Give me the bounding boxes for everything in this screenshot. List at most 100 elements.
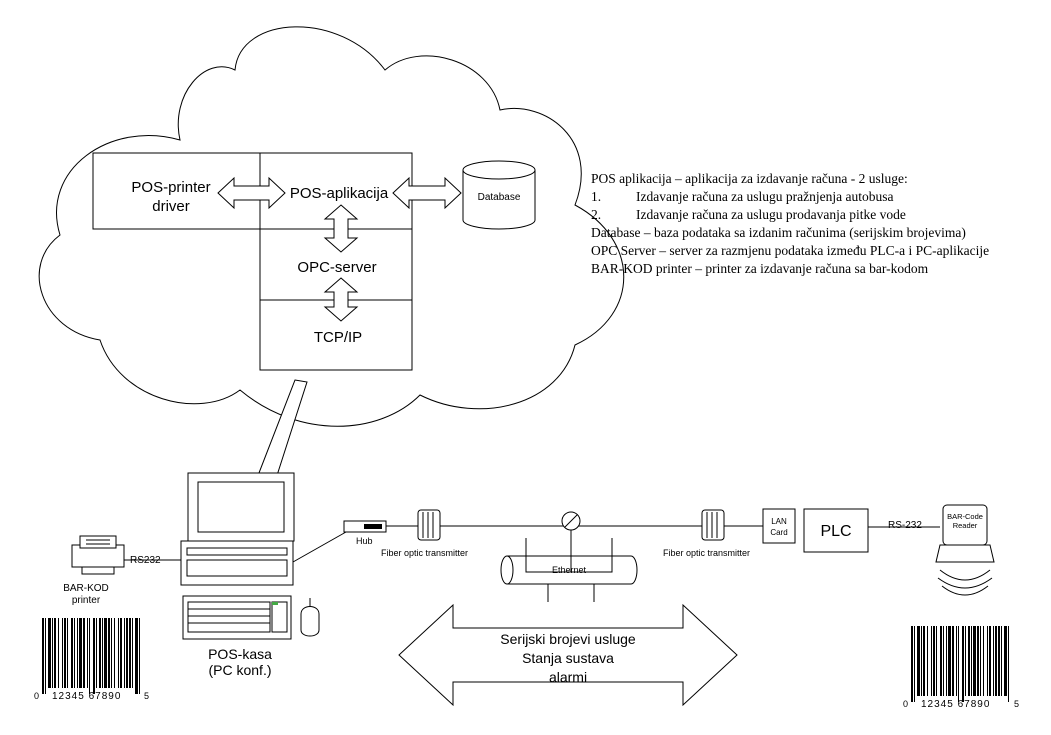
barcode-bar: [102, 618, 103, 688]
barcode-bar: [927, 626, 928, 696]
database-label: Database: [478, 192, 521, 203]
data-flow-line-1: Serijski brojevi usluge: [500, 631, 636, 647]
barcode-bar: [933, 626, 935, 696]
barcode-bar: [135, 618, 138, 694]
double-arrow-icon: [323, 204, 359, 253]
barcode-bar: [911, 626, 913, 702]
barcode-left-digits: 12345 67890: [52, 691, 121, 702]
legend-item-2-num: 2.: [591, 207, 601, 222]
legend-item-2-text: Izdavanje računa za uslugu prodavanja pi…: [636, 207, 906, 222]
barcode-bar: [48, 618, 51, 688]
barcode-bar: [64, 618, 66, 688]
barcode-bar: [54, 618, 56, 688]
fiber-transmitter-left: [417, 509, 441, 541]
barcode-bar: [89, 618, 90, 694]
barcode-bar: [983, 626, 984, 696]
barcode-bar: [987, 626, 988, 696]
barcode-bar: [923, 626, 925, 696]
barcode-bar: [936, 626, 937, 696]
printer-icon: [71, 535, 125, 575]
barcode-bar: [948, 626, 951, 696]
tcpip-label: TCP/IP: [314, 329, 362, 346]
barcode-left-pre: 0: [34, 691, 39, 701]
legend-line-1: POS aplikacija – aplikacija za izdavanje…: [591, 171, 908, 186]
barcode-right-pre: 0: [903, 699, 908, 709]
barcode-bar: [111, 618, 112, 688]
ethernet-label: Ethernet: [552, 565, 587, 575]
barcode-bar: [79, 618, 82, 688]
pos-label-1: POS-kasa: [208, 646, 272, 662]
legend-line-4: Database – baza podataka sa izdanim raču…: [591, 225, 966, 240]
barcode-bar: [99, 618, 101, 688]
barcode-bar: [93, 618, 95, 694]
barcode-bar: [120, 618, 122, 688]
barcode-bar: [993, 626, 994, 696]
mouse-icon: [300, 606, 320, 637]
barcode-left-post: 5: [144, 691, 149, 701]
plc-label: PLC: [820, 523, 851, 540]
barcode-bar: [917, 626, 920, 696]
double-arrow-icon: [392, 176, 462, 210]
barcode-bar: [42, 618, 44, 694]
barcode-bar: [67, 618, 68, 688]
rs232-right-label: RS-232: [888, 520, 922, 531]
fiber-transmitter-right: [701, 509, 725, 541]
database-icon: [462, 160, 536, 230]
barcode-bar: [118, 618, 119, 688]
ethernet-cable: [500, 530, 638, 602]
barcode-bar: [1008, 626, 1009, 702]
legend: POS aplikacija – aplikacija za izdavanje…: [591, 171, 989, 276]
barcode-bar: [968, 626, 970, 696]
barcode-bar: [52, 618, 53, 688]
legend-item-1-text: Izdavanje računa za uslugu pražnjenja au…: [636, 189, 894, 204]
barcode-bar: [958, 626, 959, 702]
barcode-bar: [989, 626, 991, 696]
barcode-bar: [139, 618, 140, 694]
barcode-bar: [62, 618, 63, 688]
legend-line-6: BAR-KOD printer – printer za izdavanje r…: [591, 261, 929, 276]
lan-card: [762, 508, 796, 544]
barcode-bar: [943, 626, 944, 696]
legend-line-5: OPC Server – server za razmjenu podataka…: [591, 243, 989, 258]
barcode-bar: [104, 618, 107, 688]
barcode-bar: [971, 626, 972, 696]
printer-driver-label-1: POS-printer: [131, 179, 210, 196]
barcode-bar: [45, 618, 46, 694]
barcode-reader-icon: [935, 504, 995, 596]
double-arrow-icon: [323, 277, 359, 322]
barcode-bar: [965, 626, 966, 696]
pos-app-label: POS-aplikacija: [290, 185, 389, 202]
barcode-bar: [940, 626, 942, 696]
plc-box: [803, 508, 869, 553]
software-stack: POS-printer driver POS-aplikacija OPC-se…: [92, 152, 536, 371]
barcode-bar: [980, 626, 981, 696]
barcode-bar: [1001, 626, 1002, 696]
barcode-bar: [952, 626, 954, 696]
barcode-bar: [71, 618, 73, 688]
barcode-bar: [973, 626, 976, 696]
legend-item-1-num: 1.: [591, 189, 601, 204]
barcode-bar: [998, 626, 1000, 696]
printer-label-2: printer: [72, 595, 101, 606]
barcode-bar: [87, 618, 88, 688]
double-arrow-icon: [217, 176, 286, 210]
hub-icon: [343, 520, 387, 533]
barcode-bar: [921, 626, 922, 696]
lan-label-2: Card: [770, 528, 787, 537]
printer-driver-label-2: driver: [152, 198, 190, 215]
opc-server-label: OPC-server: [297, 259, 376, 276]
hub-label: Hub: [356, 536, 373, 546]
barcode-bar: [96, 618, 97, 688]
rs232-left-label: RS232: [130, 555, 161, 566]
barcode-bar: [129, 618, 131, 688]
barcode-bar: [58, 618, 59, 688]
barcode-right-digits: 12345 67890: [921, 699, 990, 710]
barcode-left: [42, 618, 140, 694]
barcode-bar: [108, 618, 110, 688]
printer-label-1: BAR-KOD: [63, 583, 109, 594]
barcode-bar: [77, 618, 78, 688]
barcode-bar: [126, 618, 128, 688]
barcode-bar: [956, 626, 957, 696]
fiber-left-label: Fiber optic transmitter: [381, 548, 468, 558]
